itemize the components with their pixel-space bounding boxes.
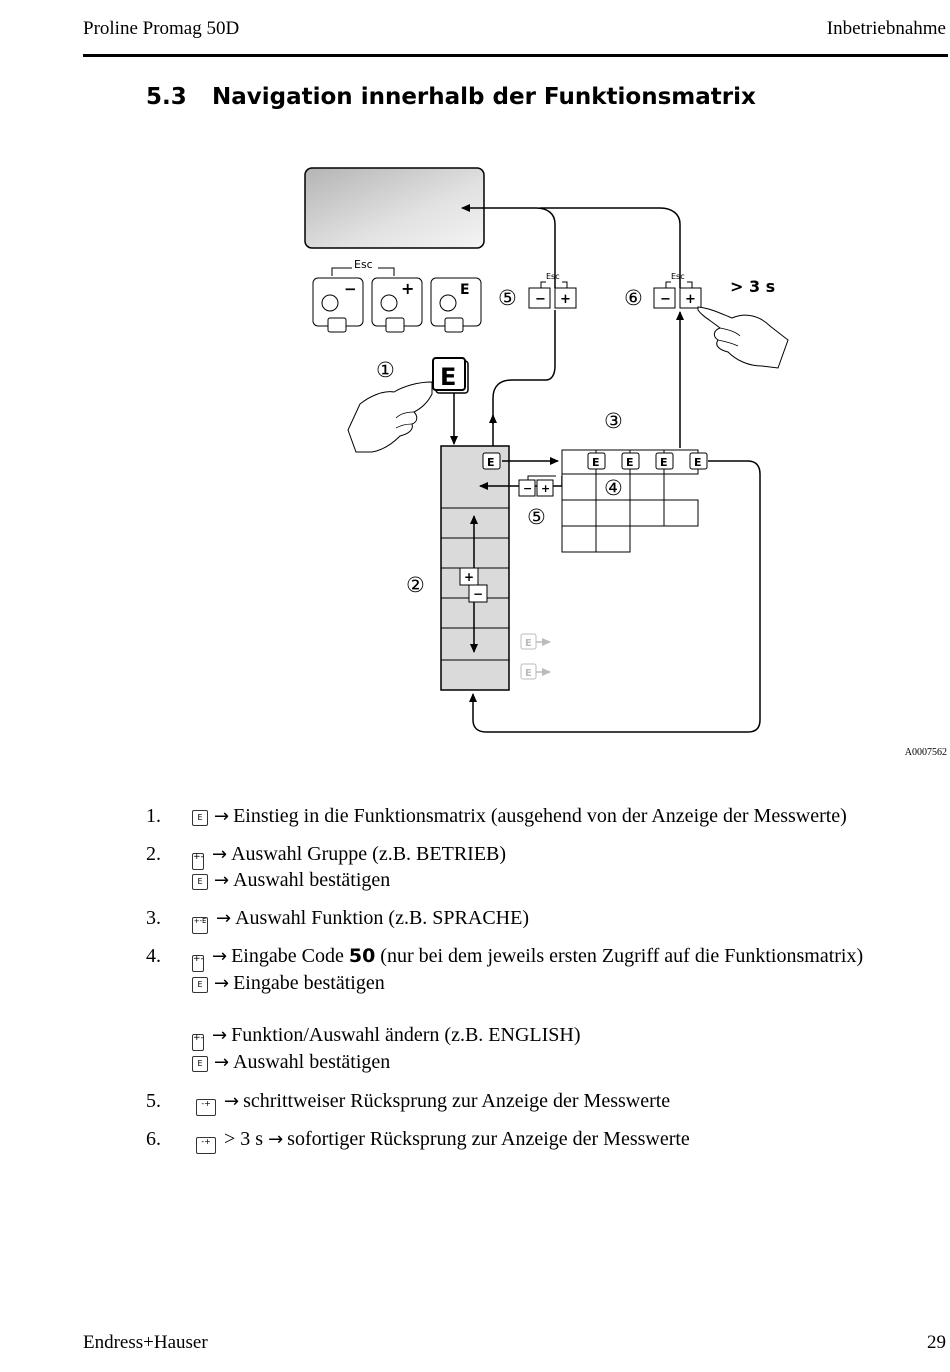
marker-5-top: ⑤: [498, 286, 517, 310]
display-screen: [304, 167, 485, 249]
step-number: 1.: [146, 805, 161, 827]
marker-6: ⑥: [624, 286, 643, 310]
section-number: 5.3: [146, 84, 187, 110]
keypad-esc-label: Esc: [354, 258, 373, 271]
svg-text:E: E: [626, 456, 634, 469]
step-line: -+→schrittweiser Rücksprung zur Anzeige …: [196, 1090, 670, 1116]
hand-right-icon: [697, 306, 789, 369]
step-line: E→Einstieg in die Funktionsmatrix (ausge…: [192, 805, 847, 828]
keypad-minus-label: −: [344, 280, 357, 298]
step-line: +-→Funktion/Auswahl ändern (z.B. ENGLISH…: [192, 1024, 581, 1051]
svg-text:E: E: [660, 456, 668, 469]
plus-minus-key-icon: +-: [192, 853, 204, 870]
svg-text:+: +: [685, 292, 696, 307]
hand-left-icon: [347, 381, 433, 453]
marker-3: ③: [604, 409, 623, 433]
svg-text:+: +: [464, 570, 474, 584]
step-line: E→Eingabe bestätigen: [192, 972, 385, 995]
svg-text:E: E: [525, 668, 532, 679]
matrix-minus-plus-key: − +: [518, 479, 554, 497]
svg-text:+: +: [560, 292, 571, 307]
esc-key-pair-6: Esc − +: [653, 272, 702, 309]
step-number: 4.: [146, 945, 161, 967]
marker-1: ①: [376, 358, 395, 382]
step-number: 3.: [146, 907, 161, 929]
keypad-e-label: E: [460, 282, 470, 298]
plus-minus-key-icon: +-: [192, 955, 204, 972]
figure-id: A0007562: [904, 747, 947, 758]
svg-text:E: E: [525, 638, 532, 649]
svg-text:−: −: [473, 587, 483, 601]
svg-text:−: −: [535, 292, 546, 307]
svg-text:Esc: Esc: [546, 272, 560, 281]
device-keypad: Esc − + E: [312, 258, 482, 333]
esc-key-icon: -+: [196, 1137, 216, 1154]
grey-e-arrows: E E: [520, 633, 551, 680]
e-key-large: E: [432, 357, 469, 394]
e-key-icon: E: [192, 810, 208, 826]
step-number: 2.: [146, 843, 161, 865]
e-key-icon: E: [192, 874, 208, 890]
e-key-icon: E: [192, 977, 208, 993]
svg-text:E: E: [487, 456, 495, 469]
plus-minus-key-icon: +-: [192, 1034, 204, 1051]
step-number: 5.: [146, 1090, 161, 1112]
keypad-plus-label: +: [401, 279, 414, 298]
step-line: -+> 3 s →sofortiger Rücksprung zur Anzei…: [196, 1128, 690, 1154]
page-number: 29: [927, 1332, 946, 1353]
footer-company: Endress+Hauser: [83, 1332, 208, 1353]
svg-text:Esc: Esc: [671, 272, 685, 281]
esc-key-icon: -+: [196, 1099, 216, 1116]
plus-minus-e-key-icon: +-E: [192, 917, 208, 934]
section-title: Navigation innerhalb der Funktionsmatrix: [212, 84, 756, 110]
svg-text:−: −: [523, 482, 532, 495]
marker-5-bottom: ⑤: [527, 505, 546, 529]
svg-text:−: −: [660, 292, 671, 307]
step-line: +-E→Auswahl Funktion (z.B. SPRACHE): [192, 907, 529, 934]
hold-time-label: > 3 s: [730, 277, 775, 296]
header-chapter: Inbetriebnahme: [826, 18, 946, 39]
step-number: 6.: [146, 1128, 161, 1150]
step-line: +-→Auswahl Gruppe (z.B. BETRIEB): [192, 843, 506, 870]
marker-2: ②: [406, 573, 425, 597]
svg-text:E: E: [592, 456, 600, 469]
step-line: E→Auswahl bestätigen: [192, 869, 390, 892]
column-plus-minus-key: + −: [459, 567, 488, 603]
header-rule: [83, 54, 948, 57]
step-line: E→Auswahl bestätigen: [192, 1051, 390, 1074]
svg-text:E: E: [440, 363, 456, 391]
column-e-key: E: [482, 452, 501, 470]
marker-4: ④: [604, 476, 623, 500]
svg-text:E: E: [694, 456, 702, 469]
header-product: Proline Promag 50D: [83, 18, 240, 39]
esc-key-pair-5: Esc − +: [528, 272, 577, 309]
e-key-icon: E: [192, 1056, 208, 1072]
svg-text:+: +: [541, 482, 550, 495]
matrix-e-keys: E E E E: [587, 452, 708, 470]
step-line: +-→Eingabe Code 50 (nur bei dem jeweils …: [192, 945, 863, 972]
navigation-diagram: Esc − + E ⑤ Esc − + ⑥ Esc − + > 3 s: [304, 167, 789, 733]
